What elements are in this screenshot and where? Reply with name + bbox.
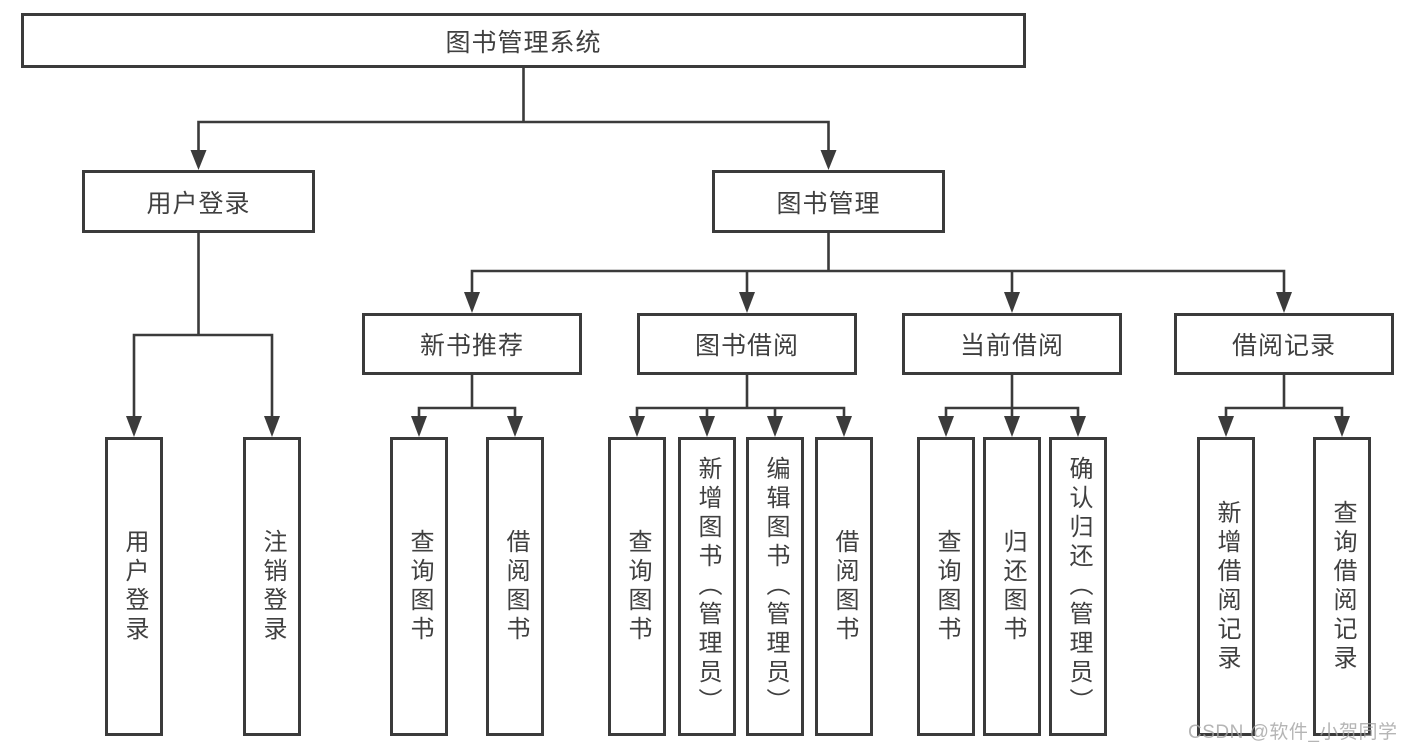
node-root-label: 图书管理系统 bbox=[445, 28, 602, 57]
node-user-login-label: 用户登录 bbox=[146, 189, 251, 218]
node-confirm-return-admin: 确认归还（管理员） bbox=[1049, 437, 1107, 736]
node-new-book-recommend: 新书推荐 bbox=[362, 313, 582, 375]
node-new-book-recommend-label: 新书推荐 bbox=[419, 332, 524, 360]
node-book-borrowing: 图书借阅 bbox=[637, 313, 857, 375]
connector-user-login bbox=[132, 231, 274, 419]
node-add-borrow-record: 新增借阅记录 bbox=[1197, 437, 1255, 736]
node-newrec-borrow-books: 借阅图书 bbox=[486, 437, 544, 736]
connector-book-borrowing bbox=[635, 373, 846, 419]
node-borrowing-records-label: 借阅记录 bbox=[1231, 332, 1336, 360]
node-user-login: 用户登录 bbox=[82, 170, 315, 233]
node-borrow-book: 借阅图书 bbox=[815, 437, 873, 736]
arrowheads bbox=[126, 150, 1350, 437]
node-edit-book-admin: 编辑图书（管理员） bbox=[746, 437, 804, 736]
node-borrowing-records: 借阅记录 bbox=[1174, 313, 1394, 375]
node-borrowing-query-books: 查询图书 bbox=[608, 437, 666, 736]
node-current-borrowing-label: 当前借阅 bbox=[959, 332, 1064, 360]
node-root: 图书管理系统 bbox=[21, 13, 1026, 68]
node-newrec-query-books: 查询图书 bbox=[390, 437, 448, 736]
node-logout: 注销登录 bbox=[243, 437, 301, 736]
connector-root bbox=[197, 66, 830, 153]
node-current-borrowing: 当前借阅 bbox=[902, 313, 1122, 375]
node-book-management-label: 图书管理 bbox=[776, 189, 881, 218]
node-query-borrow-record: 查询借阅记录 bbox=[1313, 437, 1371, 736]
node-current-query-books: 查询图书 bbox=[917, 437, 975, 736]
connector-new-book bbox=[417, 373, 517, 419]
connector-book-management bbox=[470, 231, 1286, 295]
node-book-borrowing-label: 图书借阅 bbox=[694, 332, 799, 360]
connector-borrowing-records bbox=[1224, 373, 1344, 419]
node-user-login-leaf: 用户登录 bbox=[105, 437, 163, 736]
csdn-watermark: CSDN @软件_小贺同学 bbox=[1188, 722, 1398, 743]
node-book-management: 图书管理 bbox=[712, 170, 945, 233]
node-return-book: 归还图书 bbox=[983, 437, 1041, 736]
node-add-book-admin: 新增图书（管理员） bbox=[678, 437, 736, 736]
connector-current-borrowing bbox=[944, 373, 1080, 419]
